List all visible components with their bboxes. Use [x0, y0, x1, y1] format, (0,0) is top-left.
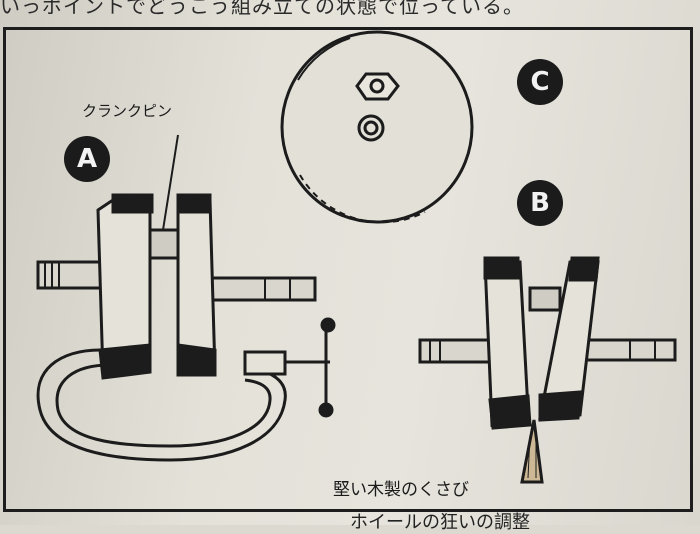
badge-c: C — [517, 59, 563, 105]
crankshaft-b — [418, 256, 677, 484]
badge-b: B — [517, 180, 563, 226]
illustration-frame — [3, 27, 693, 512]
footer-text: ホイールの狂いの調整 — [350, 512, 530, 533]
crank-pin-label: クランクピン — [82, 102, 173, 120]
flywheel-disc — [280, 30, 474, 224]
badge-a: A — [64, 136, 110, 182]
header-text: いっポイントでどうこう組み立ての状態で位っている。 — [0, 0, 524, 18]
crankshaft-a — [36, 134, 336, 462]
wedge-label: 堅い木製のくさび — [333, 480, 469, 500]
